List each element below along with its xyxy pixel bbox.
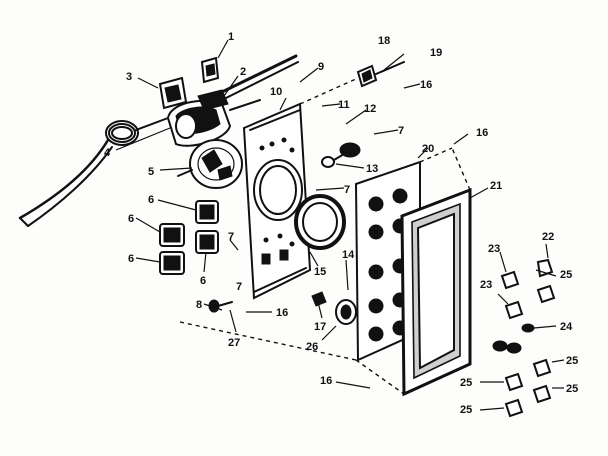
- callout-21: 21: [490, 180, 502, 192]
- callout-25: 25: [460, 404, 472, 416]
- callout-1: 1: [228, 31, 234, 43]
- callout-25: 25: [566, 383, 578, 395]
- callout-7: 7: [228, 231, 234, 243]
- callout-5: 5: [148, 166, 154, 178]
- callout-16: 16: [320, 375, 332, 387]
- callout-23: 23: [480, 279, 492, 291]
- callout-16: 16: [276, 307, 288, 319]
- callout-25: 25: [566, 355, 578, 367]
- leader-lines: [115, 39, 565, 411]
- callout-14: 14: [342, 249, 355, 261]
- callout-7: 7: [236, 281, 242, 293]
- callout-18: 18: [378, 35, 390, 47]
- part-6-switches: [159, 200, 219, 275]
- callout-16: 16: [420, 79, 432, 91]
- knobs: [492, 258, 556, 418]
- callout-8: 8: [196, 299, 202, 311]
- callout-11: 11: [338, 99, 350, 111]
- callout-6: 6: [128, 213, 134, 225]
- part-1-bracket: [200, 56, 220, 84]
- part-14-17-26: [311, 291, 357, 325]
- part-12-13-knob: [321, 142, 361, 168]
- callout-6: 6: [200, 275, 206, 287]
- callout-6: 6: [148, 194, 154, 206]
- callout-7: 7: [344, 184, 350, 196]
- callout-9: 9: [318, 61, 324, 73]
- assembly-lines: [179, 77, 471, 395]
- callout-2: 2: [240, 66, 246, 78]
- thermostat-body: [166, 89, 261, 147]
- callout-20: 20: [422, 143, 434, 155]
- callout-15: 15: [314, 266, 326, 278]
- callout-25: 25: [560, 269, 572, 281]
- callout-24: 24: [560, 321, 573, 333]
- callout-4: 4: [104, 147, 111, 159]
- callout-26: 26: [306, 341, 318, 353]
- callout-23: 23: [488, 243, 500, 255]
- callouts: 1 2 3 4 5 6 6 6 6 7 7 7 7 8 9 10 11 12 1…: [104, 31, 578, 416]
- callout-27: 27: [228, 337, 240, 349]
- callout-16: 16: [476, 127, 488, 139]
- callout-25: 25: [460, 377, 472, 389]
- callout-13: 13: [366, 163, 378, 175]
- callout-12: 12: [364, 103, 376, 115]
- part-18-19-clip: [356, 61, 405, 88]
- part-10-panel: [242, 102, 312, 300]
- capillary-coil: [18, 117, 169, 227]
- callout-19: 19: [430, 47, 442, 59]
- callout-3: 3: [126, 71, 132, 83]
- callout-17: 17: [314, 321, 326, 333]
- callout-6: 6: [128, 253, 134, 265]
- callout-10: 10: [270, 86, 282, 98]
- part-21-frame: [400, 187, 472, 397]
- callout-22: 22: [542, 231, 554, 243]
- part-3-switch: [158, 76, 188, 110]
- part-15-bezel: [294, 194, 346, 250]
- part-8-screw: [208, 299, 233, 313]
- callout-7: 7: [398, 125, 404, 137]
- part-5-timer: [177, 139, 243, 189]
